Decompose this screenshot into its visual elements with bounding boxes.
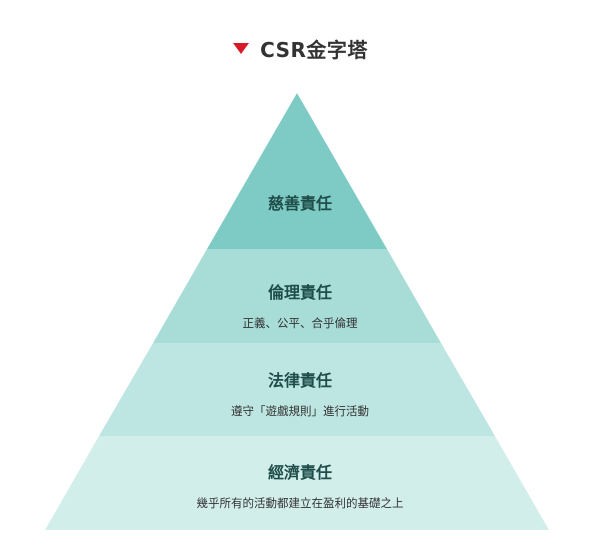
layer-title-legal: 法律責任 bbox=[267, 371, 332, 390]
pyramid-layer-philanthropic bbox=[207, 93, 387, 249]
layer-title-ethical: 倫理責任 bbox=[267, 283, 332, 302]
layer-title-economic: 經濟責任 bbox=[267, 463, 332, 482]
triangle-marker-icon bbox=[233, 43, 250, 54]
layer-3-text: 法律責任 遵守「遊戲規則」進行活動 bbox=[0, 367, 600, 419]
pyramid-layer-ethical bbox=[153, 249, 441, 343]
layer-title-philanthropic: 慈善責任 bbox=[267, 194, 332, 213]
layer-2-text: 倫理責任 正義、公平、合乎倫理 bbox=[0, 279, 600, 331]
layer-subtitle-legal: 遵守「遊戲規則」進行活動 bbox=[231, 404, 369, 418]
pyramid-layer-legal bbox=[99, 343, 495, 436]
layer-4-text: 經濟責任 幾乎所有的活動都建立在盈利的基礎之上 bbox=[0, 459, 600, 511]
diagram-title: CSR金字塔 bbox=[260, 37, 368, 62]
layer-subtitle-economic: 幾乎所有的活動都建立在盈利的基礎之上 bbox=[196, 496, 404, 510]
diagram-header: CSR金字塔 bbox=[0, 30, 600, 66]
pyramid-layer-economic bbox=[45, 436, 549, 530]
layer-1-text: 慈善責任 bbox=[0, 190, 600, 214]
layer-subtitle-ethical: 正義、公平、合乎倫理 bbox=[242, 316, 358, 330]
